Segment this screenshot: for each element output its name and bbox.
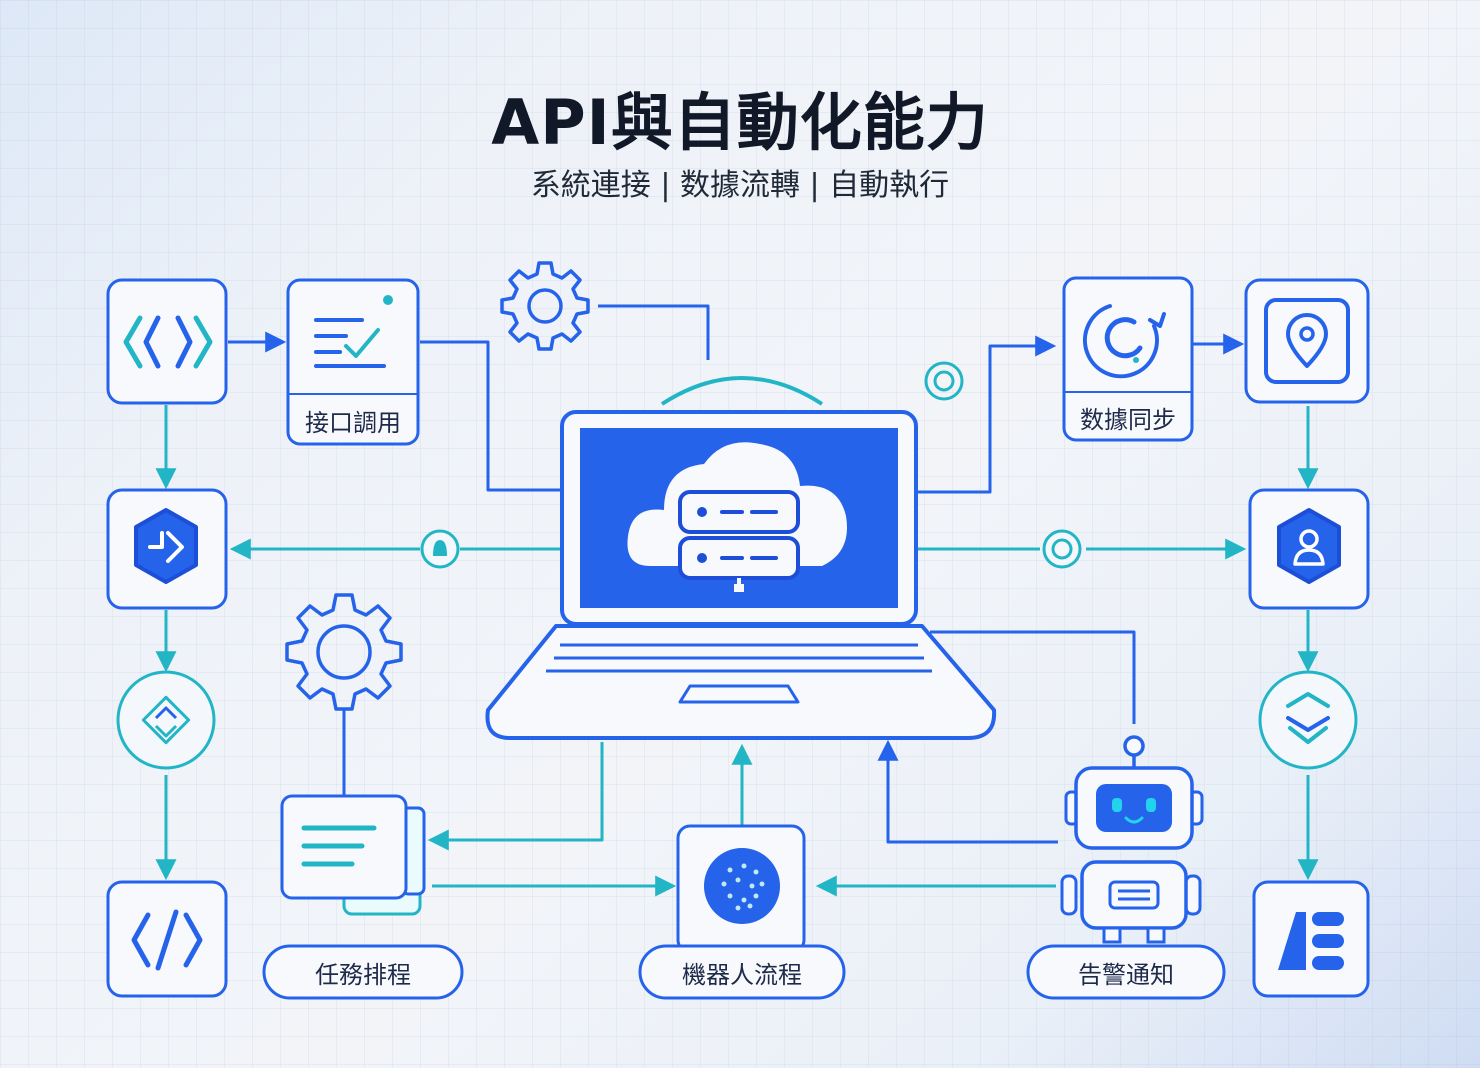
- layers-node: [116, 670, 216, 770]
- page-title: API與自動化能力: [491, 86, 989, 159]
- code-slash-box: [106, 880, 228, 998]
- apps-box: [1252, 880, 1370, 998]
- cloud-server-icon: [627, 442, 847, 592]
- robot-flow-pill: [638, 944, 846, 1000]
- task-schedule-label: 任務排程: [315, 960, 411, 989]
- target-node-icon: [924, 361, 964, 401]
- data-sync-label: 数據同步: [1080, 405, 1176, 434]
- user-badge-box: [1248, 488, 1370, 610]
- api-call-label: 接口調用: [305, 408, 401, 437]
- connector-line: [918, 335, 1057, 494]
- deploy-box: [106, 488, 228, 610]
- dots-icon: [704, 848, 780, 924]
- deploy-icon: [134, 508, 198, 584]
- document-icon: [280, 794, 426, 916]
- connector-line: [420, 340, 562, 492]
- api-call-box: [286, 278, 420, 446]
- code-brackets-icon: [123, 315, 213, 369]
- location-box: [1244, 278, 1370, 404]
- connector-line: [877, 739, 1058, 844]
- alert-notify-label: 告警通知: [1078, 960, 1174, 989]
- layers-icon: [141, 695, 191, 745]
- alert-notify-pill: [1026, 944, 1226, 1000]
- connector-line: [427, 742, 604, 851]
- location-pin-icon: [1286, 313, 1328, 368]
- data-sync-box: [1062, 276, 1194, 442]
- gear-icon: [500, 261, 590, 351]
- bell-node-icon: [420, 529, 460, 569]
- code-brackets-box: [106, 278, 228, 405]
- page-subtitle: 系統連接 | 数據流轉 | 自動執行: [530, 168, 950, 203]
- apps-icon: [1278, 912, 1344, 970]
- checklist-icon: [314, 318, 386, 368]
- target-node-icon: [1042, 529, 1082, 569]
- sync-icon: [1082, 304, 1166, 379]
- connector-line: [930, 630, 1136, 724]
- robot-flow-box: [676, 824, 806, 954]
- stack-icon: [1286, 692, 1330, 744]
- connector-line: [598, 304, 710, 360]
- task-schedule-pill: [262, 944, 464, 1000]
- gear-icon: [285, 593, 403, 711]
- stack-node: [1258, 670, 1358, 770]
- robot-flow-label: 機器人流程: [682, 960, 802, 989]
- laptop-icon: [485, 376, 997, 740]
- code-slash-icon: [131, 909, 203, 971]
- robot-icon: [1060, 735, 1204, 944]
